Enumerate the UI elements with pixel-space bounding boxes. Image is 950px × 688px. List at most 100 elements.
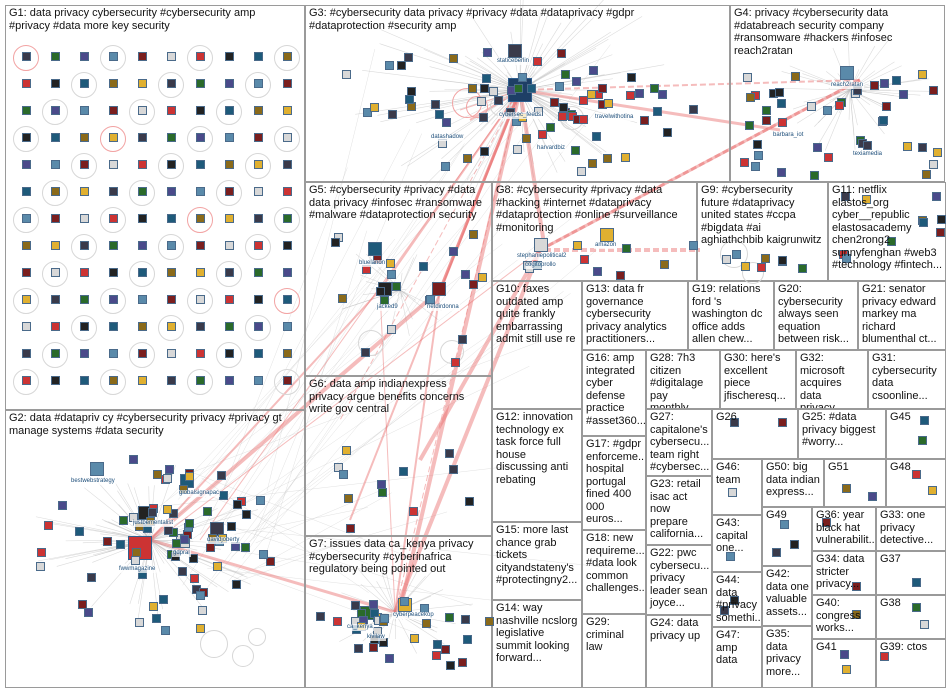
- node[interactable]: [254, 376, 263, 385]
- node[interactable]: [448, 464, 458, 474]
- node[interactable]: [369, 643, 379, 653]
- node[interactable]: [344, 493, 354, 503]
- node[interactable]: [51, 106, 60, 115]
- node[interactable]: [353, 643, 363, 653]
- node[interactable]: [362, 108, 372, 118]
- node[interactable]: [80, 349, 89, 358]
- node[interactable]: [441, 162, 451, 172]
- node[interactable]: [751, 162, 761, 172]
- node[interactable]: [189, 554, 199, 564]
- node[interactable]: [233, 499, 243, 509]
- node[interactable]: [457, 657, 467, 667]
- node[interactable]: [202, 506, 212, 516]
- node[interactable]: [627, 73, 637, 83]
- node[interactable]: [171, 538, 181, 548]
- node[interactable]: [842, 665, 851, 674]
- node[interactable]: [777, 99, 787, 109]
- node[interactable]: [22, 160, 31, 169]
- node[interactable]: [167, 79, 176, 88]
- node[interactable]: [283, 79, 292, 88]
- node-datashadow[interactable]: [442, 118, 451, 127]
- node[interactable]: [22, 376, 31, 385]
- node[interactable]: [167, 52, 176, 61]
- node[interactable]: [361, 347, 371, 357]
- node[interactable]: [634, 89, 644, 99]
- node-amazon[interactable]: [600, 228, 614, 242]
- node[interactable]: [22, 349, 31, 358]
- node[interactable]: [58, 500, 68, 510]
- node[interactable]: [561, 70, 571, 80]
- node[interactable]: [688, 104, 698, 114]
- node[interactable]: [241, 543, 251, 553]
- node[interactable]: [225, 187, 234, 196]
- node[interactable]: [658, 89, 668, 99]
- node[interactable]: [778, 418, 787, 427]
- node[interactable]: [330, 237, 340, 247]
- node[interactable]: [138, 52, 147, 61]
- node[interactable]: [342, 70, 352, 80]
- node[interactable]: [756, 263, 766, 273]
- node[interactable]: [109, 187, 118, 196]
- node[interactable]: [134, 617, 144, 627]
- node[interactable]: [109, 241, 118, 250]
- node[interactable]: [196, 214, 205, 223]
- node[interactable]: [730, 596, 739, 605]
- node[interactable]: [225, 322, 234, 331]
- node[interactable]: [385, 259, 395, 269]
- node[interactable]: [138, 349, 147, 358]
- node[interactable]: [918, 217, 928, 227]
- node[interactable]: [119, 515, 129, 525]
- node[interactable]: [579, 255, 589, 265]
- node[interactable]: [587, 89, 597, 99]
- node[interactable]: [333, 617, 343, 627]
- node[interactable]: [822, 518, 831, 527]
- node[interactable]: [842, 484, 851, 493]
- node[interactable]: [345, 523, 355, 533]
- node[interactable]: [476, 96, 486, 106]
- node[interactable]: [80, 160, 89, 169]
- node[interactable]: [316, 612, 326, 622]
- node[interactable]: [726, 552, 735, 561]
- node[interactable]: [196, 106, 205, 115]
- node[interactable]: [432, 640, 442, 649]
- node[interactable]: [589, 66, 599, 76]
- node[interactable]: [602, 154, 612, 164]
- node[interactable]: [397, 61, 407, 71]
- node[interactable]: [254, 133, 263, 142]
- node[interactable]: [225, 106, 234, 115]
- node[interactable]: [225, 160, 234, 169]
- node[interactable]: [109, 376, 118, 385]
- node[interactable]: [22, 295, 31, 304]
- node[interactable]: [899, 90, 909, 100]
- node[interactable]: [730, 418, 739, 427]
- node[interactable]: [449, 53, 459, 63]
- node[interactable]: [109, 160, 118, 169]
- node[interactable]: [720, 606, 729, 615]
- node[interactable]: [902, 142, 912, 152]
- node[interactable]: [388, 109, 398, 119]
- node[interactable]: [196, 241, 205, 250]
- node[interactable]: [109, 214, 118, 223]
- node[interactable]: [283, 349, 292, 358]
- node[interactable]: [391, 281, 401, 291]
- node[interactable]: [740, 157, 750, 167]
- node[interactable]: [51, 187, 60, 196]
- node[interactable]: [138, 79, 147, 88]
- node[interactable]: [559, 103, 569, 113]
- node[interactable]: [935, 228, 945, 238]
- node[interactable]: [721, 255, 731, 265]
- node[interactable]: [482, 74, 492, 84]
- node[interactable]: [80, 133, 89, 142]
- node[interactable]: [283, 295, 292, 304]
- node[interactable]: [513, 84, 523, 94]
- node[interactable]: [426, 295, 436, 305]
- node[interactable]: [138, 187, 147, 196]
- node[interactable]: [255, 496, 265, 506]
- node[interactable]: [482, 48, 492, 58]
- node[interactable]: [929, 159, 939, 169]
- node[interactable]: [862, 140, 872, 150]
- node[interactable]: [167, 241, 176, 250]
- node[interactable]: [196, 52, 205, 61]
- node[interactable]: [463, 635, 473, 645]
- node[interactable]: [653, 107, 663, 117]
